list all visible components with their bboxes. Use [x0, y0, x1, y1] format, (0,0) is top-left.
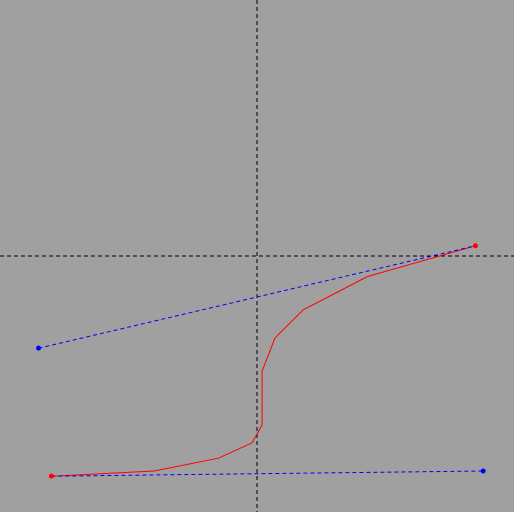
series-1-end-point	[472, 243, 478, 249]
series-layer	[38, 245, 484, 477]
series-line-1	[51, 245, 476, 477]
series-line-2	[38, 245, 476, 349]
series-1-start-point	[48, 473, 54, 479]
markers-layer	[36, 243, 486, 479]
series-3-end-point	[480, 468, 486, 474]
series-2-start-point	[36, 345, 42, 351]
series-line-3	[51, 470, 484, 477]
